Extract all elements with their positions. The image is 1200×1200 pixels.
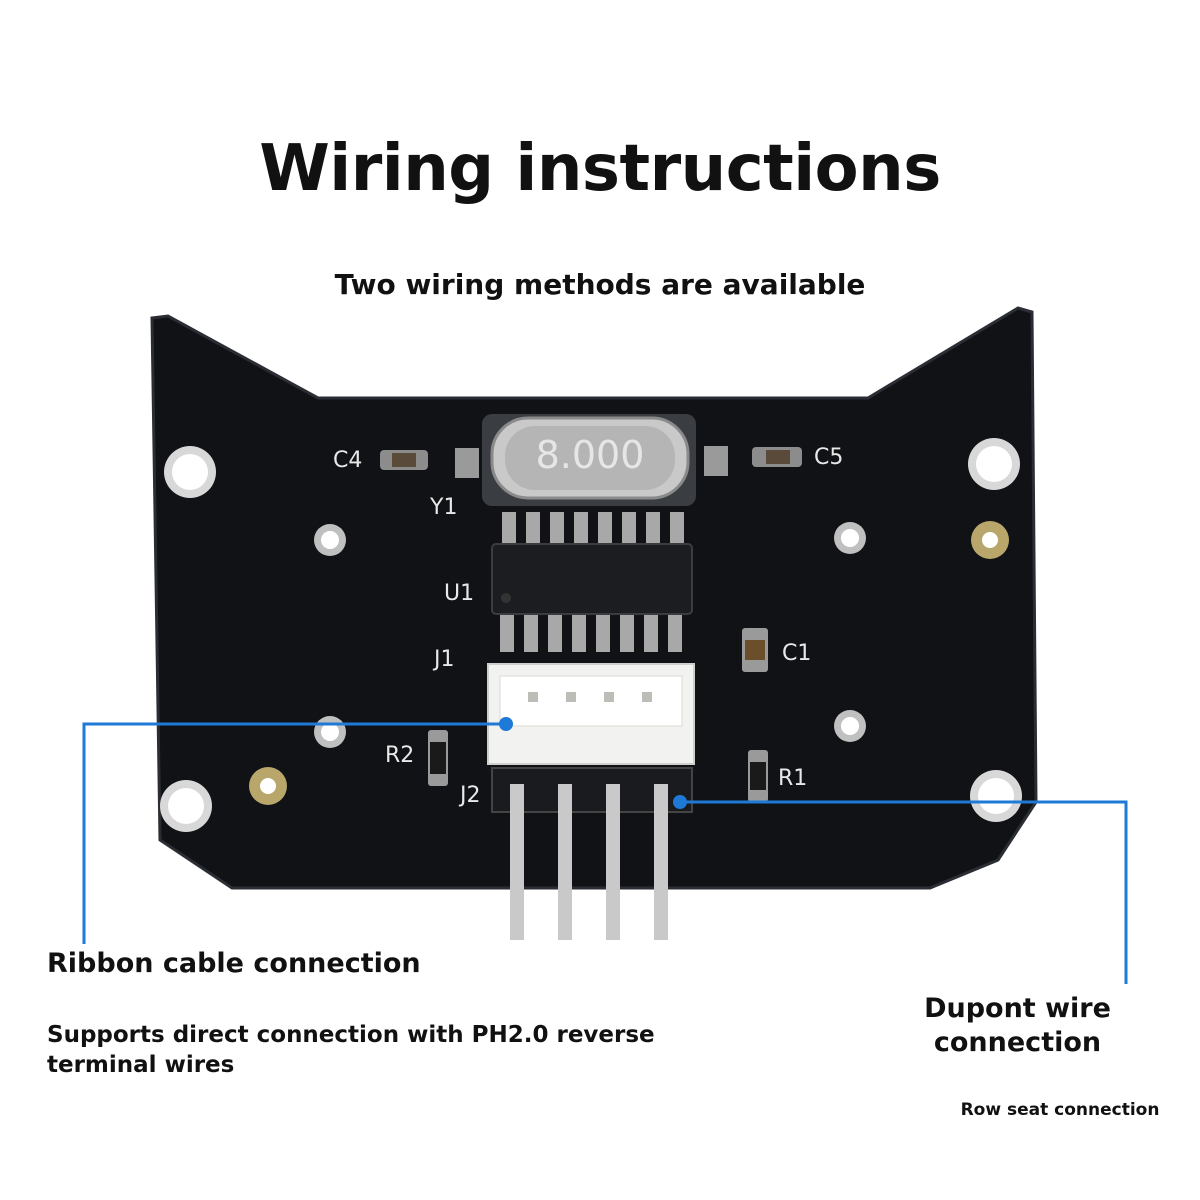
callout-line-left: [82, 717, 513, 944]
ribbon-cable-description: Supports direct connection with PH2.0 re…: [47, 1022, 655, 1078]
silkscreen-labels: C4 C5 Y1 U1 J1 C1 R2 R1 J2: [333, 445, 843, 808]
silk-r1: R1: [778, 766, 807, 791]
gold-pads: [249, 521, 1009, 805]
dupont-wire-heading: Dupont wire connection: [924, 993, 1111, 1058]
silk-c1: C1: [782, 641, 811, 666]
page-subtitle: Two wiring methods are available: [334, 268, 866, 301]
smd-resistors: [428, 730, 768, 802]
silk-j2: J2: [458, 783, 481, 808]
mounting-holes: [160, 438, 1022, 832]
silk-c5: C5: [814, 445, 843, 470]
silk-c4: C4: [333, 448, 362, 473]
row-seat-caption: Row seat connection: [960, 1100, 1160, 1120]
connector-j1: [487, 663, 695, 765]
pin-header-j2: [491, 767, 693, 940]
silk-u1: U1: [444, 581, 474, 606]
silk-j1: J1: [432, 647, 455, 672]
crystal-y1: 8.000: [455, 414, 728, 506]
ribbon-cable-heading: Ribbon cable connection: [47, 948, 421, 979]
silk-r2: R2: [385, 743, 414, 768]
ic-u1: [491, 512, 693, 652]
silk-y1: Y1: [429, 495, 457, 520]
smd-capacitors: [380, 447, 802, 672]
crystal-marking: 8.000: [536, 433, 645, 477]
page-title: Wiring instructions: [259, 132, 941, 206]
callout-line-right: [673, 795, 1128, 984]
